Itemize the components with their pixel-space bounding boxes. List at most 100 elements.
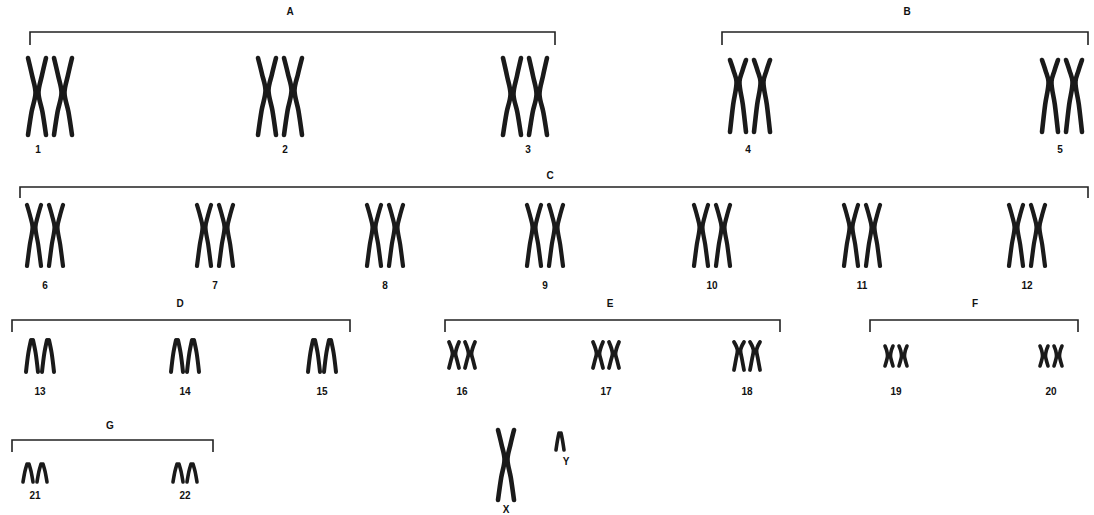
chromosome-number: 18 [741,387,752,397]
chromatid [308,340,313,372]
group-bracket [445,320,780,332]
group-bracket [12,320,350,332]
chromatid [389,205,395,266]
chromatid [1075,60,1082,132]
chromatid [529,58,537,135]
chromosome [28,58,46,135]
chromosome-number: 13 [34,387,45,397]
chromosome [866,205,880,266]
chromosome [593,342,603,368]
chromosome [716,205,730,266]
chromatid [734,342,738,370]
chromosome [1009,205,1023,266]
chromatid [29,464,33,482]
chromatid [593,342,597,368]
chromosome [885,346,893,366]
chromosome [899,346,907,366]
chromatid [609,342,613,368]
chromatid [694,205,700,266]
chromosome [197,205,211,266]
chromosome-number: 20 [1045,387,1056,397]
chromatid [268,58,276,135]
chromosome-number: 1 [35,145,41,155]
chromatid [750,342,754,370]
chromosome [42,340,54,372]
chromatid [23,464,27,482]
group-letter: D [176,299,183,309]
chromosome-number: 12 [1021,281,1032,291]
chromosome [750,342,760,370]
chromosome [754,60,770,132]
chromatid [294,58,302,135]
chromosome [498,430,514,500]
group-bracket [870,320,1078,332]
chromosome [730,60,746,132]
chromosome [219,205,233,266]
chromatid [43,464,47,482]
chromatid [324,340,329,372]
chromatid [556,433,559,450]
chromosome [171,340,183,372]
chromatid [716,205,722,266]
chromatid [54,58,62,135]
chromatid [26,340,31,372]
group-bracket [30,32,555,45]
chromatid [844,205,850,266]
chromosome-number: Y [563,457,570,467]
chromatid [27,205,33,266]
chromosome-number: 19 [890,387,901,397]
chromosome-number: 8 [382,281,388,291]
group-letter: A [286,7,293,17]
chromatid [194,340,199,372]
chromosome [187,464,197,482]
group-letter: C [546,171,553,181]
chromosome [449,342,459,368]
chromatid [702,205,708,266]
chromosome [308,340,320,372]
group-bracket [20,187,1088,198]
chromatid [739,60,746,132]
chromosome-number: X [503,505,510,515]
chromosome-number: 21 [29,491,40,501]
chromatid [904,346,907,366]
chromatid [187,340,192,372]
chromosome-number: 15 [316,387,327,397]
chromatid [1039,205,1045,266]
chromatid [1059,346,1062,366]
chromosome [1042,60,1058,132]
chromatid [740,342,744,370]
chromatid [49,340,54,372]
chromosome [465,342,475,368]
chromosome-number: 11 [857,281,868,291]
chromosome-number: 7 [212,281,218,291]
chromatid [367,205,373,266]
chromatid [730,60,737,132]
chromosome-number: 2 [282,145,288,155]
chromatid [557,205,563,266]
chromatid [535,205,541,266]
chromatid [465,342,469,368]
chromatid [1042,60,1049,132]
chromosome [49,205,63,266]
chromatid [28,58,36,135]
chromosome [173,464,183,482]
chromosome [324,340,336,372]
chromatid [1051,60,1058,132]
chromatid [171,340,176,372]
chromosome [1066,60,1082,132]
chromatid [852,205,858,266]
chromatid [527,205,533,266]
chromatid [42,340,47,372]
chromatid [1040,346,1043,366]
chromatid [455,342,459,368]
chromosome [694,205,708,266]
group-letter: G [106,421,114,431]
chromatid [539,58,547,135]
chromatid [178,340,183,372]
chromosome-number: 14 [179,387,190,397]
chromatid [890,346,893,366]
chromatid [179,464,183,482]
group-bracket [12,440,213,452]
